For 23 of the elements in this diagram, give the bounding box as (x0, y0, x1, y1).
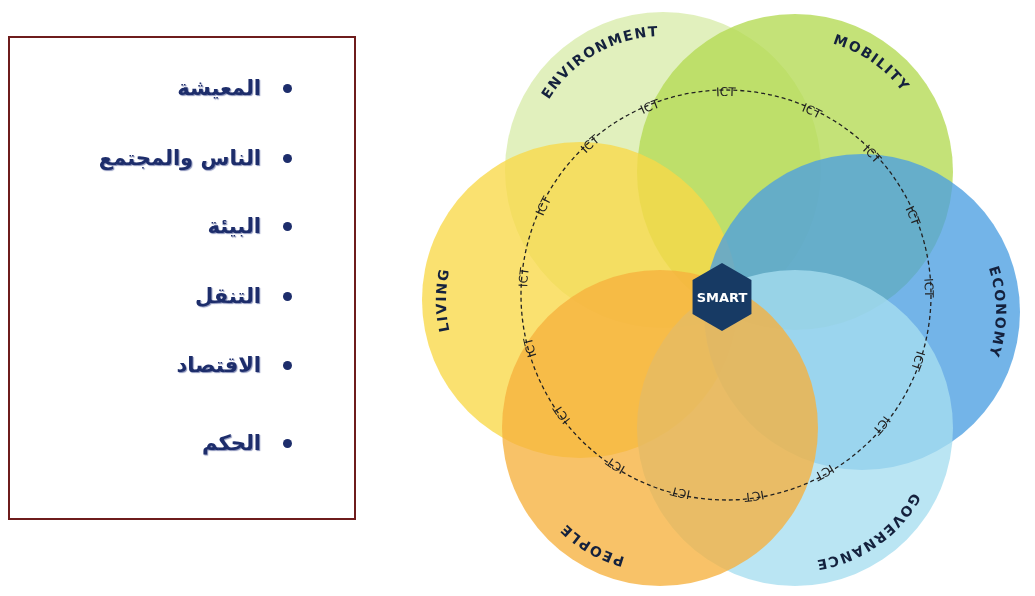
ring-label: ICT (869, 413, 894, 438)
list-item: البيئة (207, 214, 261, 238)
ring-label: ICT (860, 142, 884, 166)
list-item: الاقتصاد (176, 353, 261, 377)
list-item: الحكم (202, 431, 261, 455)
hexagon-label: SMART (696, 290, 748, 305)
list-item: المعيشة (177, 76, 261, 100)
ring-label: ICT (603, 454, 628, 477)
ring-label: ICT (669, 483, 692, 502)
list-panel (8, 36, 356, 520)
ring-label: ICT (743, 487, 766, 505)
ring-label: ICT (812, 461, 837, 484)
ring-label: ICT (638, 96, 662, 117)
ring-label: ICT (921, 277, 936, 298)
ring-label: ICT (902, 203, 923, 228)
list-item: الناس والمجتمع (98, 146, 261, 170)
ring-label: ICT (516, 266, 532, 288)
list-item: التنقل (194, 284, 261, 308)
ring-label: ICT (800, 100, 824, 122)
ring-label: ICT (520, 336, 540, 359)
ring-label: ICT (715, 84, 736, 100)
ring-label: ICT (578, 132, 603, 156)
ring-label: ICT (550, 402, 574, 427)
